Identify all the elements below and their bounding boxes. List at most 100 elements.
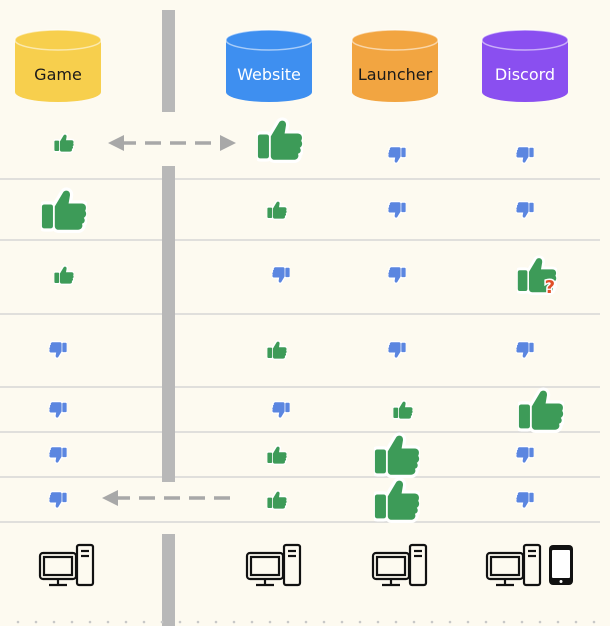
dot [520,620,524,624]
dot [196,620,200,624]
row-dividers [0,178,600,523]
column-label: Game [34,65,82,84]
cylinder-body [226,40,312,102]
vote-grid: ? [42,121,563,520]
column-label: Website [237,65,301,84]
dot [70,620,74,624]
dot [106,620,110,624]
thumb-down-icon [49,341,67,359]
dot [556,620,560,624]
thumb-down-icon [272,266,290,284]
thumb-down-icon [272,401,290,419]
desktop-computer-icon [485,543,542,587]
dot [214,620,218,624]
dot [160,620,164,624]
column-headers: Game Website Launcher Discord [14,29,569,102]
divider-segment [162,10,175,112]
thumb-up-large-icon [375,481,419,520]
dot [16,620,20,624]
thumb-down-icon [516,446,534,464]
dot [34,620,38,624]
dot [52,620,56,624]
dot [322,620,326,624]
thumb-down-icon [388,266,406,284]
question-mark: ? [545,277,555,298]
desktop-computer-icon [371,543,428,587]
dot [340,620,344,624]
column-label: Launcher [358,65,433,84]
dot [376,620,380,624]
thumb-up-icon [267,445,287,465]
device-row [38,543,573,587]
cylinder-body [352,40,438,102]
dot [412,620,416,624]
dot [304,620,308,624]
thumb-up-large-icon [258,121,302,160]
dot [358,620,362,624]
bottom-dots [16,620,596,624]
thumb-down-icon [516,341,534,359]
devices-game [38,543,95,587]
thumb-down-icon [49,446,67,464]
dot [124,620,128,624]
column-label: Discord [495,65,555,84]
thumb-up-icon [54,133,74,153]
thumb-up-large-icon [375,436,419,475]
cylinder-body [482,40,568,102]
dot [538,620,542,624]
bidirectional-arrow [108,135,236,151]
left-arrow [102,490,232,506]
cylinder-top [225,29,313,51]
dot [466,620,470,624]
thumb-up-uncertain-icon: ? [518,258,556,300]
thumb-down-icon [49,491,67,509]
column-header-game: Game [14,29,102,102]
dot [250,620,254,624]
thumb-down-icon [388,201,406,219]
cylinder-top [481,29,569,51]
thumb-down-icon [516,201,534,219]
dot [430,620,434,624]
divider-segment [162,534,175,626]
divider-segment [162,166,175,482]
cylinder-top [351,29,439,51]
column-header-launcher: Launcher [351,29,439,102]
devices-discord [485,543,573,587]
column-header-website: Website [225,29,313,102]
dot [268,620,272,624]
thumb-up-icon [267,490,287,510]
dot [286,620,290,624]
thumb-up-icon [267,200,287,220]
thumb-up-large-icon [519,391,563,430]
cylinder-top [14,29,102,51]
client-server-divider [162,10,175,626]
desktop-computer-icon [245,543,302,587]
thumb-up-icon [267,340,287,360]
thumb-up-icon [54,265,74,285]
dot [178,620,182,624]
dot [232,620,236,624]
thumb-down-icon [516,146,534,164]
dot [484,620,488,624]
dot [574,620,578,624]
arrows [102,135,236,506]
thumb-up-large-icon [42,191,86,230]
devices-website [245,543,302,587]
thumb-down-icon [388,341,406,359]
desktop-computer-icon [38,543,95,587]
dot [592,620,596,624]
thumb-down-icon [49,401,67,419]
column-header-discord: Discord [481,29,569,102]
dot [88,620,92,624]
smartphone-icon [549,545,573,585]
dot [502,620,506,624]
devices-launcher [371,543,428,587]
dot [448,620,452,624]
thumb-down-icon [516,491,534,509]
thumb-down-icon [388,146,406,164]
thumb-up-icon [393,400,413,420]
cylinder-body [15,40,101,102]
dot [142,620,146,624]
dot [394,620,398,624]
